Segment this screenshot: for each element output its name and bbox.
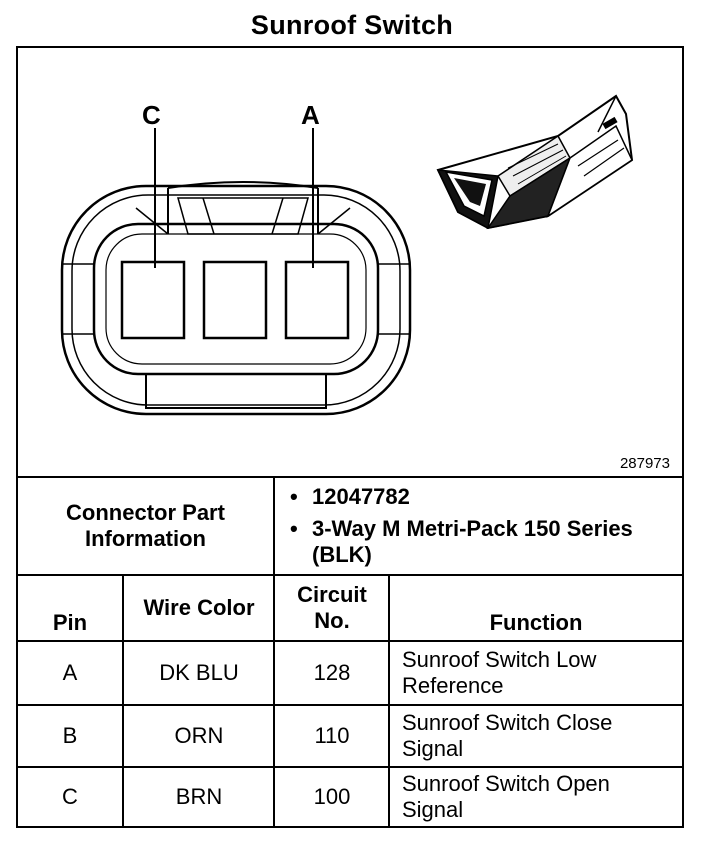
connector-face-illustration [60, 94, 634, 416]
cavity-a [284, 260, 350, 340]
divider [122, 574, 124, 826]
page-title: Sunroof Switch [250, 10, 454, 40]
divider [18, 574, 682, 576]
cavity-c [120, 260, 186, 340]
part-description: 3-Way M Metri-Pack 150 Series (BLK) [312, 516, 633, 567]
bullet: • [290, 516, 298, 541]
table-row-pin: B [62, 723, 78, 748]
header-function: Function [489, 610, 583, 635]
table-row-circuit: 110 [314, 723, 350, 748]
table-row-function: Sunroof Switch Low Reference [402, 647, 597, 698]
cavity-b [202, 260, 268, 340]
list-item: • 12047782 [286, 484, 676, 510]
table-row-circuit: 100 [313, 784, 351, 809]
divider [388, 574, 390, 826]
part-number: 12047782 [312, 484, 410, 509]
table-row-circuit: 128 [313, 660, 351, 685]
table-row-wire-color: DK BLU [159, 660, 239, 685]
list-item: • 3-Way M Metri-Pack 150 Series (BLK) [286, 516, 676, 568]
divider [273, 574, 275, 826]
figure-number: 287973 [619, 455, 670, 472]
bullet: • [290, 484, 298, 509]
table-row-wire-color: BRN [175, 784, 223, 809]
divider [18, 476, 682, 478]
pin-label-a: A [301, 100, 320, 130]
connector-part-list: • 12047782 • 3-Way M Metri-Pack 150 Seri… [286, 484, 676, 574]
connector-drawing: C A 287973 [18, 48, 682, 476]
divider [18, 766, 682, 768]
table-row-pin: C [62, 784, 78, 809]
header-pin: Pin [52, 610, 88, 635]
divider [18, 704, 682, 706]
table-row-function: Sunroof Switch Close Signal [402, 710, 613, 761]
connector-part-label: Connector Part Information [66, 500, 225, 551]
pin-label-c: C [142, 100, 161, 130]
header-circuit: Circuit No. [297, 582, 367, 633]
table-row-function: Sunroof Switch Open Signal [402, 771, 610, 822]
divider [273, 476, 275, 574]
header-wire-color: Wire Color [143, 595, 255, 620]
connector-isometric-view [436, 94, 634, 230]
connector-sheet: C A 287973 Connector Part Information • … [16, 46, 684, 828]
table-row-pin: A [62, 660, 78, 685]
table-row-wire-color: ORN [174, 723, 224, 748]
divider [18, 640, 682, 642]
